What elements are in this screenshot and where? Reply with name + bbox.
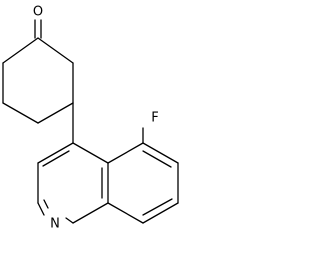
benz-bond-c7-c8 [142,202,179,224]
ring-bond-c1-c2 [37,37,74,64]
ring-bond-c6-c1 [2,37,39,64]
fluoro-substituent: F [142,111,159,144]
benz-bond-c5-c6-inner [142,150,172,168]
fluorine-label: F [151,111,158,126]
pyr-bond-n1-c8a [65,217,74,224]
benz-bond-c8-c8a [107,202,144,224]
ring-bond-c4-c5 [2,102,39,124]
structure-diagram: O N F [2,5,179,232]
pyr-bond-c2-n1-inner [43,199,49,209]
pyr-bond-c4-c3 [37,142,74,164]
benz-bond-c5-c6 [142,142,179,164]
benz-bond-c4a-c5 [107,142,144,164]
pyr-bond-c4a-c4 [72,142,109,164]
pyr-bond-c8a-c4a [72,202,109,224]
ring-bond-c3-c4 [37,102,74,124]
oxygen-label: O [33,5,43,20]
pyridine-ring: N [37,142,109,232]
carbonyl-group: O [33,5,43,39]
benz-bond-c7-c8-inner [142,198,173,216]
pyr-bond-c2-n1 [37,202,45,216]
cyclohexanone-ring [2,37,74,124]
benzene-ring [101,142,179,224]
nitrogen-label: N [50,217,60,232]
pyr-bond-c4-c3-inner [42,150,70,167]
